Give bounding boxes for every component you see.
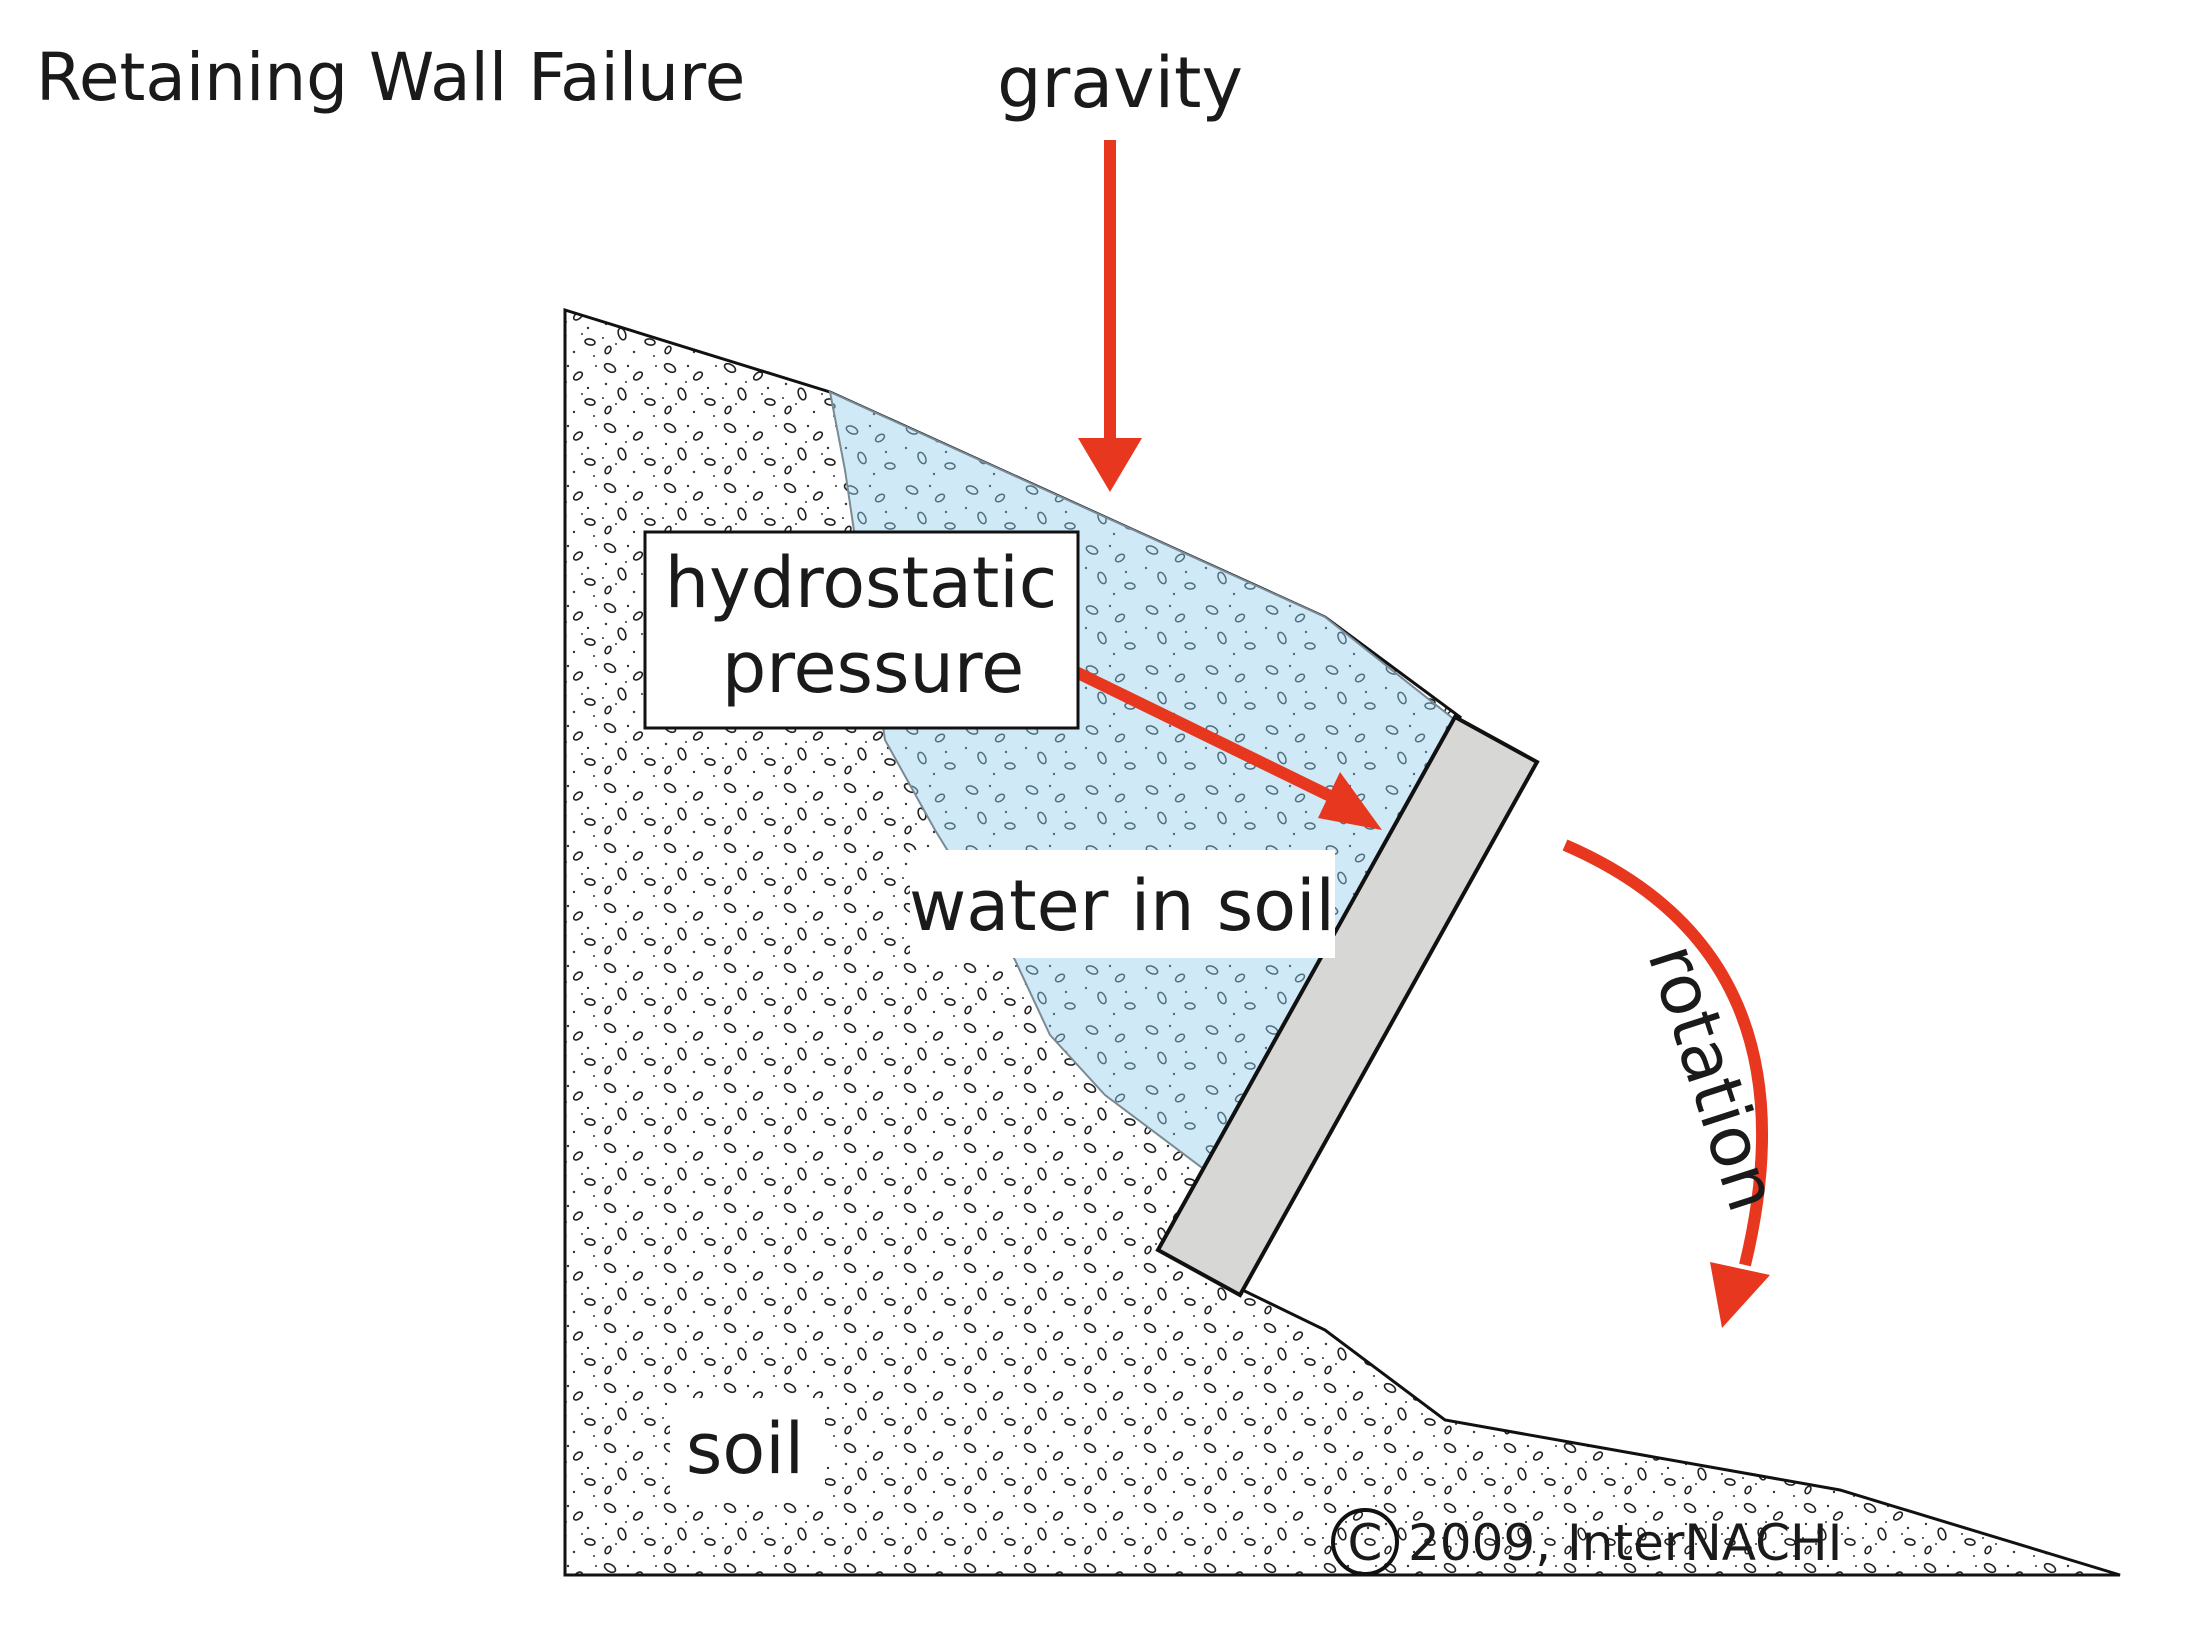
copyright-circle (1331, 1508, 1399, 1576)
rotation-arrow (1562, 839, 1770, 1328)
hydrostatic-label-line2: pressure (722, 627, 1024, 709)
hydrostatic-arrow (1032, 646, 1382, 830)
hydrostatic-label-line1: hydrostatic (665, 542, 1058, 624)
retaining-wall (1155, 714, 1540, 1298)
copyright-symbol: C (1348, 1514, 1383, 1572)
page-title: Retaining Wall Failure (36, 39, 745, 116)
copyright-mark: C 2009, InterNACHI (1331, 1508, 1842, 1576)
hydrostatic-label-box (643, 530, 1080, 730)
soil-label-box (670, 1398, 825, 1498)
copyright-text: 2009, InterNACHI (1408, 1514, 1842, 1572)
water-label-box (910, 850, 1335, 958)
rotation-label: rotation (1631, 934, 1794, 1220)
soil-label: soil (686, 1408, 804, 1490)
water-in-soil-label: water in soil (909, 865, 1335, 947)
gravity-label: gravity (997, 42, 1243, 124)
gravity-arrow (1078, 140, 1142, 492)
